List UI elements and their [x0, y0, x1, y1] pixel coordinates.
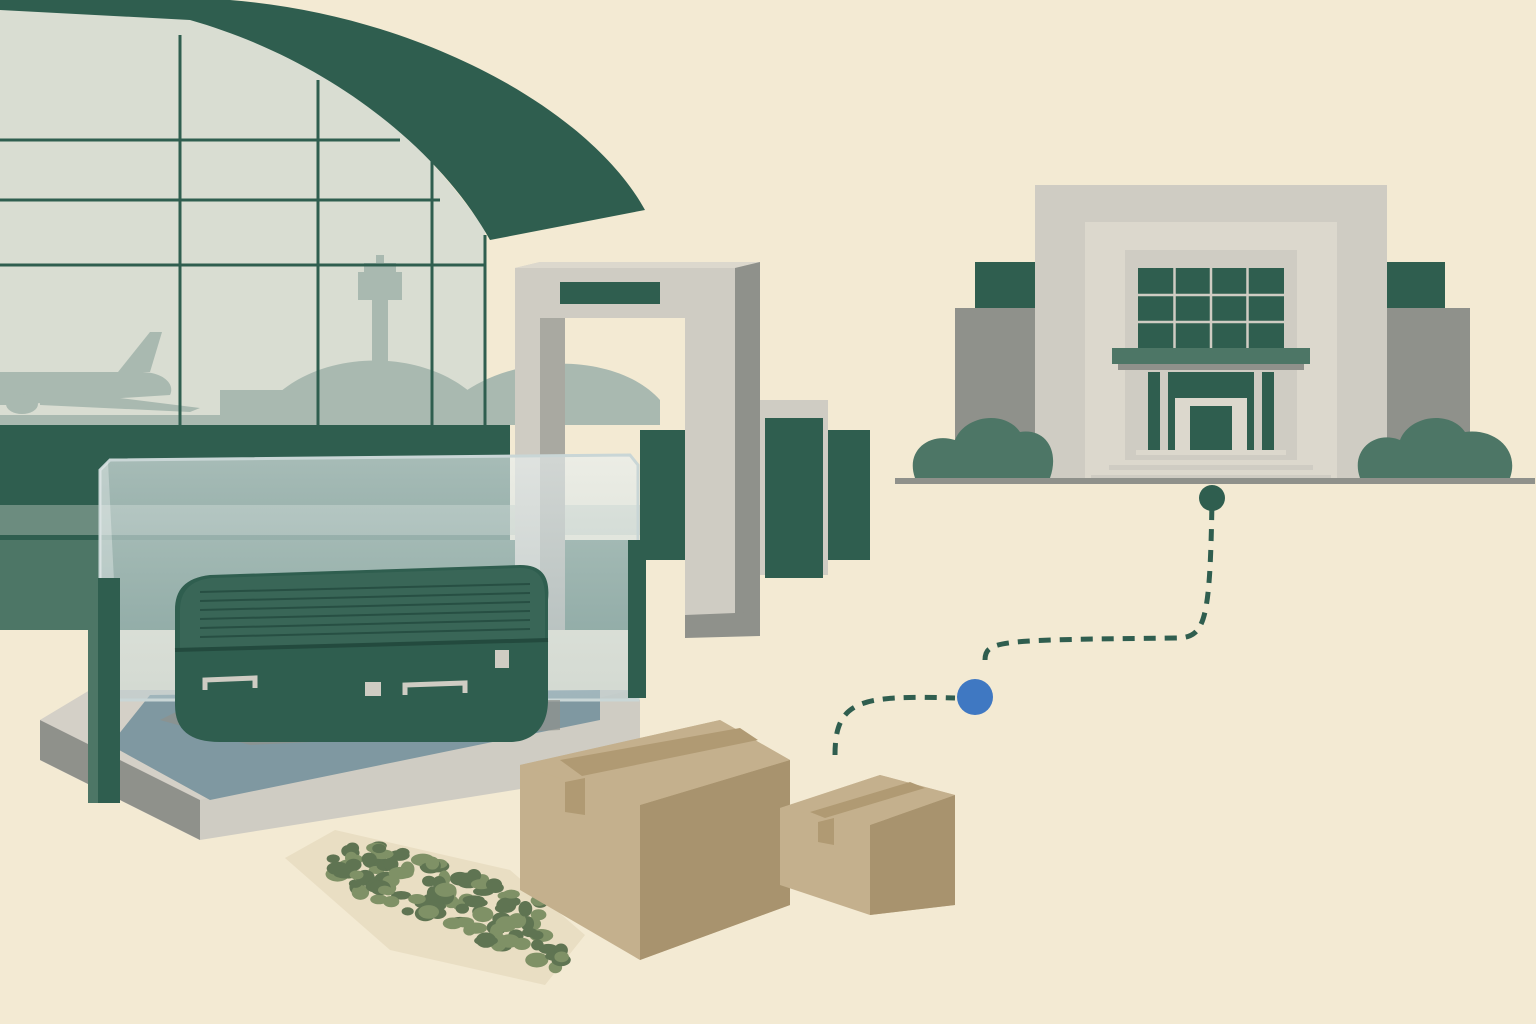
step [1127, 455, 1295, 460]
herb-leaf [513, 937, 531, 951]
bush-left [912, 418, 1054, 478]
herb-leaf [401, 907, 414, 916]
herb-leaf [466, 868, 482, 882]
suitcase-rib [199, 628, 531, 638]
herb-leaf [494, 903, 511, 913]
herb-leaf [521, 927, 538, 938]
herb-leaf [495, 916, 517, 932]
building-ground-line [895, 478, 1535, 484]
suitcase-scanner [40, 453, 646, 840]
gate-display-panel [560, 282, 660, 304]
step [1100, 470, 1322, 475]
step [1109, 465, 1313, 470]
herb-leaf [408, 893, 426, 904]
step [1136, 450, 1286, 455]
herb-leaf [531, 939, 544, 951]
herb-leaf [455, 903, 470, 914]
herb-leaf [554, 951, 569, 963]
herb-leaf [345, 842, 360, 854]
herb-leaf [502, 889, 520, 899]
building-steps [1091, 450, 1331, 480]
herb-leaf [434, 882, 457, 897]
terminal-roof [0, 0, 645, 240]
suitcase-rib [199, 592, 531, 602]
herb-leaf [485, 878, 503, 891]
building-window-grid [1138, 268, 1284, 348]
route-path [832, 485, 1225, 756]
suitcase-rib [199, 619, 531, 629]
herb-leaf [475, 932, 496, 948]
herb-leaf [383, 895, 400, 908]
cardboard-box-small [780, 775, 955, 915]
herb-leaf [395, 847, 410, 858]
route-end-dot [1199, 485, 1225, 511]
government-building [895, 185, 1535, 484]
herb-leaf [463, 922, 488, 934]
herb-leaf [345, 858, 362, 871]
herb-leaf [418, 905, 440, 919]
herb-leaf [326, 854, 340, 864]
route-start-dot [957, 679, 993, 715]
scanner-post-right [628, 540, 646, 698]
herb-leaf [530, 909, 547, 921]
terminal-sky [0, 0, 485, 430]
suitcase-rib [199, 601, 531, 611]
suitcase-icon [174, 565, 549, 742]
airplane-icon [0, 332, 200, 414]
cardboard-box-large [520, 720, 790, 960]
suitcase-rib [199, 583, 531, 593]
herb-leaf [425, 856, 440, 870]
herb-leaf [361, 852, 377, 866]
herb-leaf [372, 843, 387, 854]
suitcase-ribs [199, 583, 531, 638]
step [1118, 460, 1304, 465]
control-tower [358, 255, 402, 425]
herb-leaf [351, 884, 370, 900]
herb-leaf [464, 898, 488, 908]
herb-leaf [378, 885, 392, 895]
herb-leaf [422, 875, 436, 887]
herb-leaf [349, 870, 364, 880]
herb-leaf [518, 900, 533, 917]
herb-leaf [472, 906, 494, 923]
suitcase-rib [199, 610, 531, 620]
herb-leaf [525, 952, 549, 968]
herb-leaf [388, 866, 412, 880]
step [1091, 475, 1331, 480]
bush-right [1357, 418, 1513, 478]
window-mullions [0, 35, 487, 430]
